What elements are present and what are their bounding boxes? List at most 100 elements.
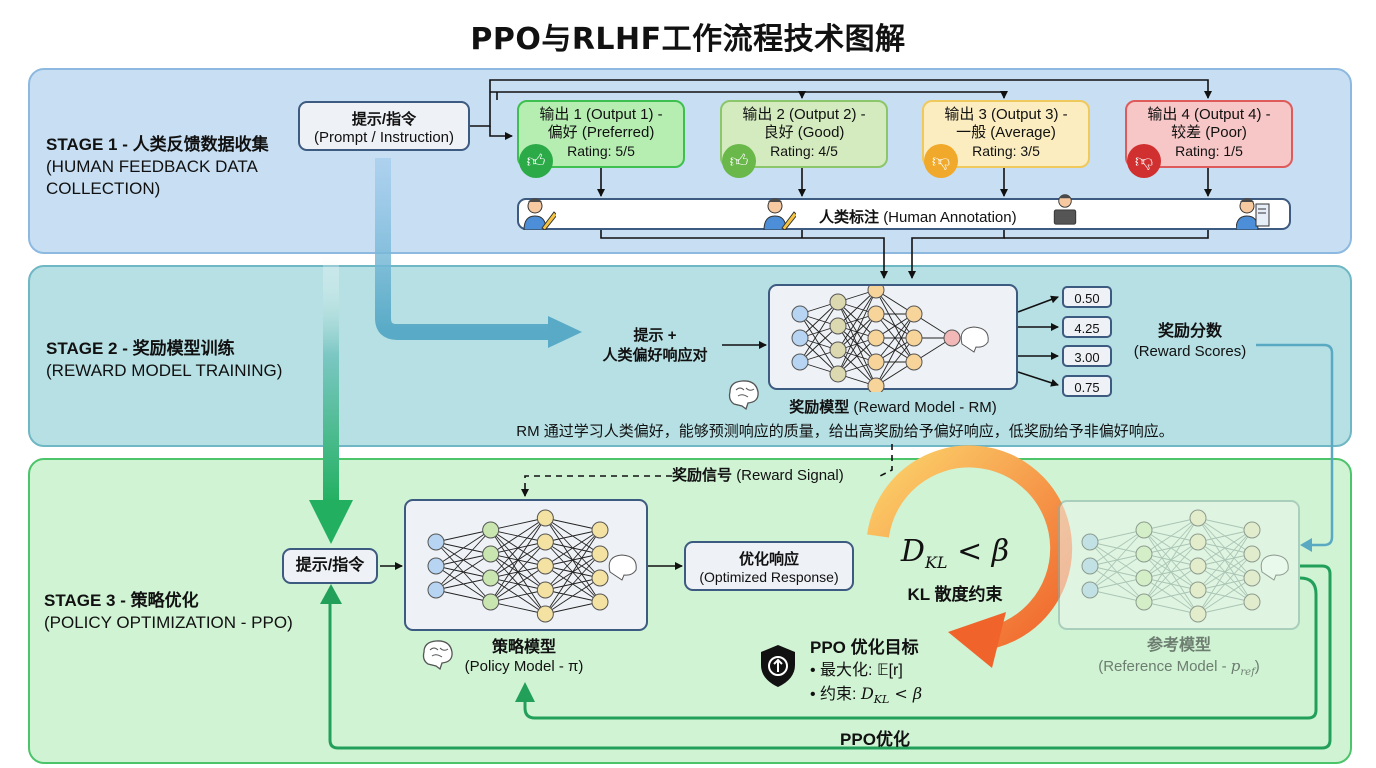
prompt-to-rm-flow-arrowhead xyxy=(548,316,582,348)
network-edge xyxy=(545,529,601,591)
network-edge xyxy=(799,325,839,363)
network-node xyxy=(591,521,609,539)
annotator-pencil-icon xyxy=(523,198,556,230)
rm-input-line1: 提示 + xyxy=(633,327,677,344)
network-edge xyxy=(490,565,546,603)
network-edge xyxy=(545,529,601,567)
network-edge xyxy=(1197,529,1253,591)
constraint-d: D xyxy=(860,684,874,703)
network-edge xyxy=(837,289,877,327)
annotation-zh: 人类标注 xyxy=(819,209,880,226)
network-edge xyxy=(1089,529,1145,543)
stage1-subtitle-line2: COLLECTION) xyxy=(46,179,161,198)
network-node xyxy=(1243,545,1261,563)
network-node xyxy=(591,569,609,587)
constraint-rest: < β xyxy=(889,684,923,703)
reference-model-network xyxy=(1081,509,1289,623)
network-node xyxy=(427,581,445,599)
reward-model-label: 奖励模型 (Reward Model - RM) xyxy=(768,396,1018,417)
output-title-line: 输出 1 (Output 1) - xyxy=(539,106,663,123)
brain-icon xyxy=(608,554,637,581)
network-edge xyxy=(1143,565,1199,603)
output-rating: Rating: 4/5 xyxy=(770,143,838,159)
reward-score: 3.00 xyxy=(1062,345,1112,367)
network-edge xyxy=(837,337,877,375)
ppo-loop-label: PPO优化 xyxy=(840,730,910,749)
stage2-panel xyxy=(28,265,1352,447)
network-edge xyxy=(837,313,877,375)
network-node xyxy=(943,329,961,347)
ppo-objective-title: PPO 优化目标 xyxy=(810,638,919,657)
network-node xyxy=(1189,557,1207,575)
human-annotation-label: 人类标注 (Human Annotation) xyxy=(819,206,1017,227)
network-edge xyxy=(545,553,601,615)
kl-constraint-arrowhead xyxy=(948,612,1006,668)
policy-model-box xyxy=(404,499,648,631)
network-node xyxy=(536,581,554,599)
network-node xyxy=(867,286,885,299)
network-edge xyxy=(837,289,877,351)
network-edge xyxy=(1089,529,1145,567)
constraint-sub: KL xyxy=(873,693,890,707)
optimized-response-en: (Optimized Response) xyxy=(699,569,839,585)
reward-model-en: (Reward Model - RM) xyxy=(853,399,997,416)
network-node xyxy=(482,545,500,563)
network-node xyxy=(536,557,554,575)
kl-formula-d: D xyxy=(900,534,925,569)
network-edge xyxy=(1143,517,1199,555)
reward-score: 4.25 xyxy=(1062,316,1112,338)
network-edge xyxy=(1089,529,1145,591)
network-node xyxy=(905,329,923,347)
kl-formula-sub: KL xyxy=(924,553,948,572)
network-edge xyxy=(490,541,546,603)
network-node xyxy=(829,317,847,335)
ppo-objective: PPO 优化目标 • 最大化: 𝔼[r] • 约束: DKL < β xyxy=(810,636,922,711)
output-title-line: 良好 (Good) xyxy=(763,124,845,141)
kl-constraint-label: KL 散度约束 xyxy=(907,585,1003,604)
reference-en-sub: ref xyxy=(1240,667,1255,678)
reference-en-suffix: ) xyxy=(1254,658,1260,675)
rm-to-scores-arrows xyxy=(1017,295,1059,387)
reward-signal-zh: 奖励信号 xyxy=(672,467,733,484)
output-title-line: 一般 (Average) xyxy=(956,124,1056,141)
output-title-line: 偏好 (Preferred) xyxy=(547,124,655,141)
network-edge xyxy=(875,313,915,363)
network-node xyxy=(867,353,885,371)
network-edge xyxy=(435,553,491,591)
thumbs-down-icon: 👎︎ xyxy=(1127,144,1161,178)
network-node xyxy=(536,605,554,623)
network-node xyxy=(482,593,500,611)
reward-scores-en: (Reward Scores) xyxy=(1133,343,1247,360)
network-edge xyxy=(1089,553,1145,591)
reference-model-label: 参考模型 (Reference Model - pref) xyxy=(1058,636,1300,683)
kl-formula: DKL < β xyxy=(890,534,1020,572)
policy-model-label: 策略模型 (Policy Model - π) xyxy=(444,638,604,676)
output-rating: Rating: 1/5 xyxy=(1175,143,1243,159)
network-edge xyxy=(1143,517,1199,579)
ppo-objective-maximize: • 最大化: 𝔼[r] xyxy=(810,662,903,679)
annotation-to-rm-lines xyxy=(600,228,1209,279)
reward-model-box xyxy=(768,284,1018,392)
output-rating: Rating: 3/5 xyxy=(972,143,1040,159)
ppo-outer-loop xyxy=(328,564,1332,750)
reward-scores-zh: 奖励分数 xyxy=(1157,323,1222,340)
network-node xyxy=(482,569,500,587)
network-node xyxy=(829,365,847,383)
network-edge xyxy=(545,577,601,615)
stage3-title: STAGE 3 - 策略优化 xyxy=(44,591,199,610)
network-node xyxy=(482,521,500,539)
network-edge xyxy=(799,301,839,363)
network-node xyxy=(1243,593,1261,611)
network-node xyxy=(1189,533,1207,551)
shield-icon xyxy=(761,645,795,687)
network-edge xyxy=(1089,577,1145,591)
network-edge xyxy=(435,529,491,543)
network-node xyxy=(591,593,609,611)
stage2-subtitle: (REWARD MODEL TRAINING) xyxy=(46,361,283,380)
network-edge xyxy=(1197,529,1253,615)
reference-en-var: p xyxy=(1230,657,1241,675)
stage2-title: STAGE 2 - 奖励模型训练 xyxy=(46,339,235,358)
network-node xyxy=(791,329,809,347)
network-edge xyxy=(1197,601,1253,615)
network-node xyxy=(1135,545,1153,563)
